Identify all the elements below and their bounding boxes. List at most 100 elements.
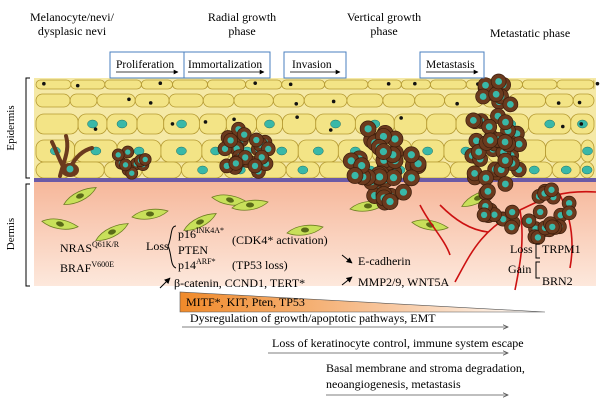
stage-metastatic: Metastatic phase <box>490 26 570 40</box>
arrow-3-label-line2: neoangiogenesis, metastasis <box>326 377 461 391</box>
keratinocyte-nucleus <box>88 120 98 128</box>
gain-line: β-catenin, CCND1, TERT* <box>174 276 305 290</box>
stage-melanocyte-line1: Melanocyte/nevi/ <box>30 10 115 24</box>
keratinocyte <box>71 80 105 89</box>
tumor-cell-nucleus <box>487 137 494 144</box>
tumor-cell-nucleus <box>493 91 500 98</box>
tumor-cell-nucleus <box>481 212 487 218</box>
keratinocyte <box>199 114 226 134</box>
tumor-cell-nucleus <box>537 209 543 215</box>
tumor-cell-nucleus <box>376 173 383 180</box>
keratinocyte <box>137 114 164 134</box>
keratinocyte <box>546 140 581 162</box>
process-immortalization: Immortalization <box>184 52 270 78</box>
tumor-cell-nucleus <box>482 82 489 89</box>
process-proliferation: Proliferation <box>110 52 184 78</box>
melanin-granule <box>329 128 333 132</box>
melanin-granule <box>387 82 391 86</box>
melanin-granule <box>579 122 583 126</box>
tumor-cell-nucleus <box>491 212 497 218</box>
stage-radial-line2: phase <box>228 24 255 38</box>
tumor-cell-nucleus <box>508 224 514 230</box>
keratinocyte <box>105 80 142 89</box>
tumor-cell-nucleus <box>400 189 407 196</box>
keratinocyte-nucleus <box>545 120 555 128</box>
keratinocyte <box>246 80 282 89</box>
tumor-cell-nucleus <box>123 162 128 167</box>
tumor-cell-nucleus <box>380 148 387 155</box>
stage-vertical-line1: Vertical growth <box>347 10 421 24</box>
tumor-cell-nucleus <box>480 93 487 100</box>
melanin-granule <box>42 82 46 86</box>
keratinocyte <box>70 94 97 107</box>
keratinocyte <box>36 80 71 89</box>
keratinocyte-nucleus <box>298 166 308 174</box>
tumor-cell-nucleus <box>380 133 387 140</box>
tumor-cell-nucleus <box>241 131 247 137</box>
keratinocyte <box>234 94 273 107</box>
keratinocyte-nucleus <box>331 120 341 128</box>
tumor-cell-nucleus <box>265 146 271 152</box>
stage-melanocyte-line2: dysplasic nevi <box>38 24 107 38</box>
keratinocyte <box>394 114 426 134</box>
keratinocyte-nucleus <box>177 120 187 128</box>
keratinocyte <box>304 94 347 107</box>
melanin-granule <box>149 101 153 105</box>
melanin-granule <box>171 122 175 126</box>
keratinocyte-nucleus <box>529 166 539 174</box>
keratinocyte-nucleus <box>117 120 127 128</box>
keratinocyte <box>557 80 594 89</box>
keratinocyte-nucleus <box>277 147 287 155</box>
keratinocyte <box>415 94 445 107</box>
loss-tp53: (TP53 loss) <box>232 258 288 272</box>
keratinocyte-nucleus <box>198 166 208 174</box>
melanin-granule <box>455 102 459 106</box>
tumor-cell-nucleus <box>483 175 490 182</box>
melanin-granule <box>578 101 582 105</box>
loss-pten: PTEN <box>178 243 208 257</box>
tumor-cell-nucleus <box>365 125 372 132</box>
keratinocyte <box>282 80 325 89</box>
tumor-cell-nucleus <box>242 154 248 160</box>
tumor-cell-nucleus <box>470 117 477 124</box>
tumor-cell-nucleus <box>485 188 492 195</box>
tumor-cell-nucleus <box>351 172 358 179</box>
fibroblast-nucleus <box>246 203 254 208</box>
keratinocyte <box>573 94 594 107</box>
melanin-granule <box>413 82 417 86</box>
melanin-granule <box>294 102 298 106</box>
stage-radial-line1: Radial growth <box>208 10 276 24</box>
melanin-granule <box>332 100 336 104</box>
process-invasion-label: Invasion <box>292 59 332 71</box>
layer-bracket-epidermis <box>26 78 30 178</box>
keratinocyte-nucleus <box>561 166 571 174</box>
melanin-granule <box>204 120 208 124</box>
melanin-granule <box>289 83 293 87</box>
tumor-cell-nucleus <box>253 137 259 143</box>
label-epidermis: Epidermis <box>5 105 17 150</box>
gradient-label: MITF*, KIT, Pten, TP53 <box>186 295 305 309</box>
tumor-cell-nucleus <box>502 139 509 146</box>
keratinocyte <box>135 94 169 107</box>
marker-ecadherin: E-cadherin <box>358 254 411 268</box>
keratinocyte-nucleus <box>423 147 433 155</box>
keratinocyte-nucleus <box>176 147 186 155</box>
tumor-cell-nucleus <box>227 137 233 143</box>
tumor-cell-nucleus <box>390 174 397 181</box>
tumor-cell-nucleus <box>116 152 121 157</box>
tumor-cell-nucleus <box>566 210 572 216</box>
keratinocyte <box>430 80 466 89</box>
tumor-cell-nucleus <box>129 171 134 176</box>
keratinocyte <box>36 114 78 134</box>
meta-brn2: BRN2 <box>542 274 573 288</box>
loss-label: Loss <box>146 239 169 253</box>
keratinocyte <box>169 94 203 107</box>
tumor-cell-nucleus <box>408 151 415 158</box>
tumor-cell-nucleus <box>259 154 265 160</box>
melanin-granule <box>557 101 561 105</box>
tumor-cell-nucleus <box>473 137 480 144</box>
melanin-granule <box>76 84 80 88</box>
melanin-granule <box>295 115 299 119</box>
keratinocyte <box>208 80 246 89</box>
